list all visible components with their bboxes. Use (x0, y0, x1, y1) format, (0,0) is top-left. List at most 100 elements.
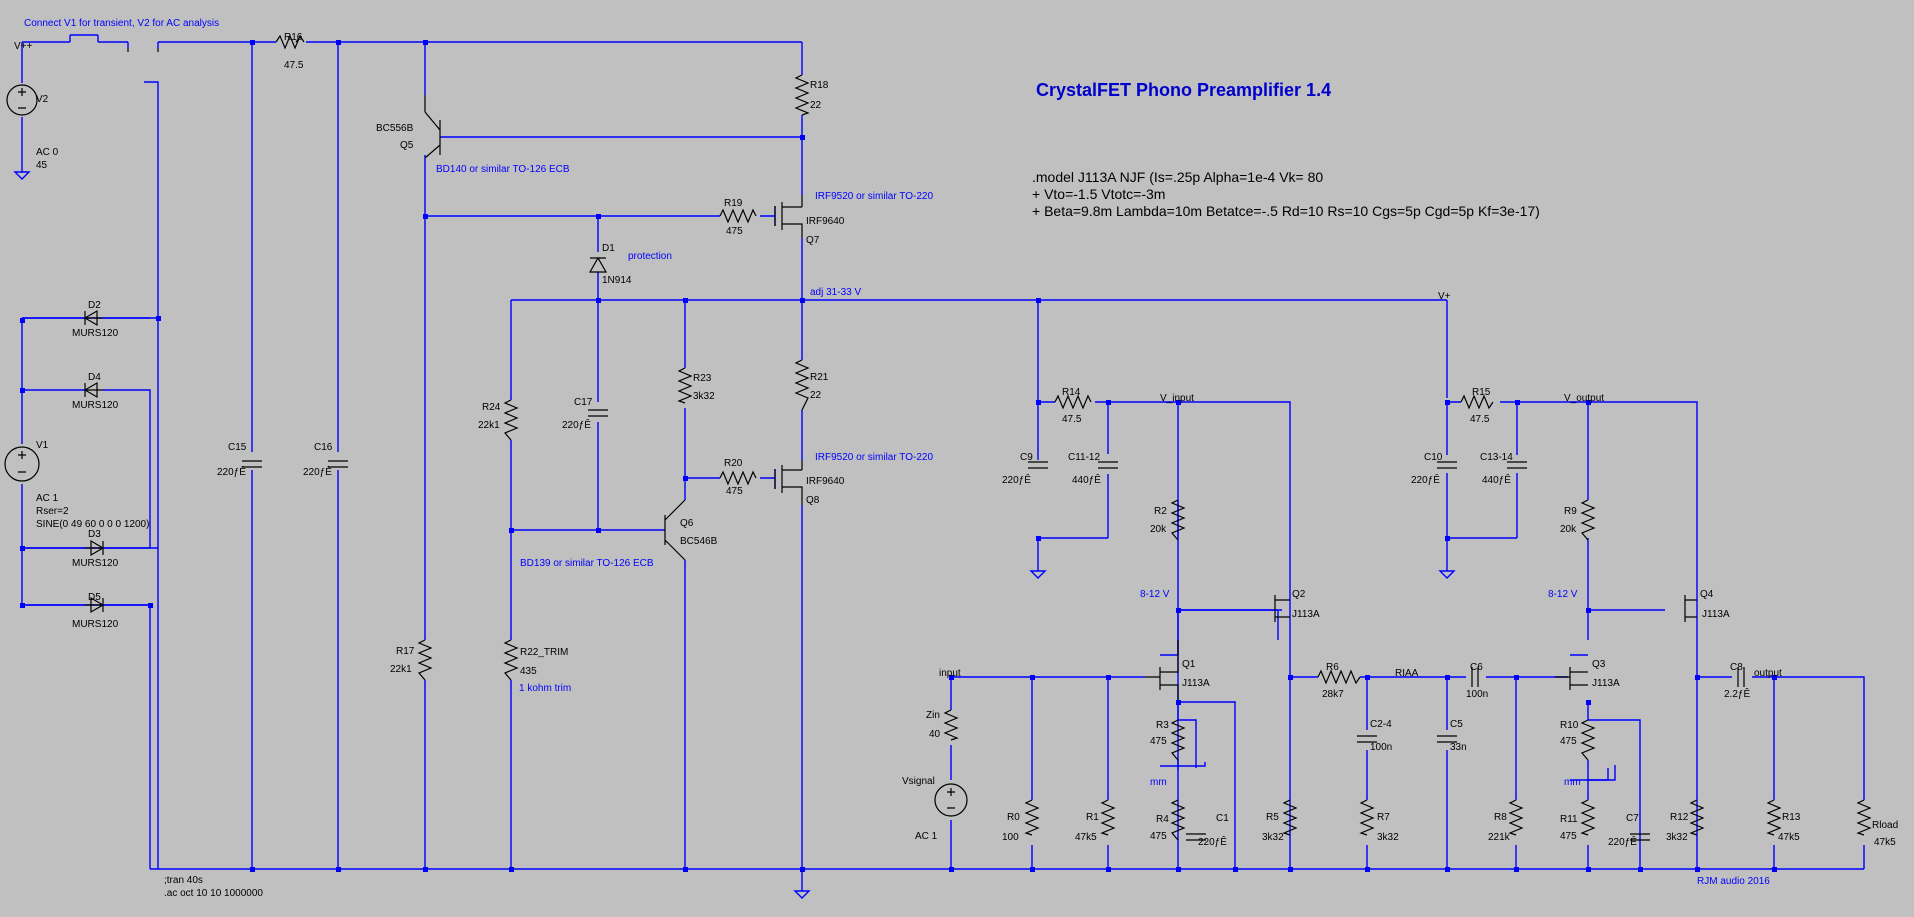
q3-type: J113A (1592, 678, 1620, 689)
c6-value: 100n (1466, 689, 1488, 700)
r6-name: R6 (1326, 662, 1339, 673)
r15-value: 47.5 (1470, 414, 1490, 425)
r17-value: 22k1 (390, 664, 412, 675)
r23-name: R23 (693, 373, 712, 384)
note-connect: Connect V1 for transient, V2 for AC anal… (24, 18, 219, 29)
q4-name: Q4 (1700, 589, 1714, 600)
r14-value: 47.5 (1062, 414, 1082, 425)
c15-name: C15 (228, 442, 247, 453)
r2-value: 20k (1150, 524, 1167, 535)
r12-value: 3k32 (1666, 832, 1688, 843)
r9-value: 20k (1560, 524, 1577, 535)
r8-value: 221k (1488, 832, 1511, 843)
c16-name: C16 (314, 442, 333, 453)
q6-name: Q6 (680, 518, 694, 529)
q2-name: Q2 (1292, 589, 1306, 600)
v2-value: 45 (36, 160, 48, 171)
c11-name: C11-12 (1068, 452, 1100, 463)
r2-name: R2 (1154, 506, 1167, 517)
r6-value: 28k7 (1322, 689, 1344, 700)
net-output: output (1754, 668, 1782, 679)
r10-name: R10 (1560, 720, 1579, 731)
net-adj: adj 31-33 V (810, 287, 861, 298)
r17-name: R17 (396, 646, 415, 657)
v2-name: V2 (36, 94, 49, 105)
zin-value: 40 (929, 729, 941, 740)
q5-name: Q5 (400, 140, 414, 151)
net-vpp: V++ (14, 41, 33, 52)
note-credit: RJM audio 2016 (1697, 876, 1770, 887)
r24-value: 22k1 (478, 420, 500, 431)
v1-ac: AC 1 (36, 493, 59, 504)
c5-value: 33n (1450, 742, 1467, 753)
r13-name: R13 (1782, 812, 1801, 823)
r21-value: 22 (810, 390, 822, 401)
c8-value: 2.2ƒÊ (1724, 687, 1750, 700)
model-line-1: .model J113A NJF (Is=.25p Alpha=1e-4 Vk=… (1032, 169, 1323, 185)
d1-name: D1 (602, 243, 615, 254)
note-q8: IRF9520 or similar TO-220 (815, 452, 933, 463)
c10-value: 220ƒÊ (1411, 473, 1440, 486)
d2-value: MURS120 (72, 328, 119, 339)
net-v-input: V_input (1160, 393, 1194, 404)
r11-value: 475 (1560, 831, 1577, 842)
note-q7: IRF9520 or similar TO-220 (815, 191, 933, 202)
q8-type: IRF9640 (806, 476, 845, 487)
spice-tran: ;tran 40s (164, 875, 203, 886)
vsignal-ac: AC 1 (915, 831, 938, 842)
r24-name: R24 (482, 402, 501, 413)
wires (21, 34, 1865, 885)
c2-value: 100n (1370, 742, 1392, 753)
c11-value: 440ƒÊ (1072, 473, 1101, 486)
r21-name: R21 (810, 372, 829, 383)
q3-name: Q3 (1592, 659, 1606, 670)
v1-sine: SINE(0 49 60 0 0 0 1200) (36, 519, 149, 530)
c17-value: 220ƒÊ (562, 418, 591, 431)
v1-rser: Rser=2 (36, 506, 69, 517)
r5-value: 3k32 (1262, 832, 1284, 843)
r15-name: R15 (1472, 387, 1491, 398)
c16-value: 220ƒÊ (303, 465, 332, 478)
r1-value: 47k5 (1075, 832, 1097, 843)
c5-name: C5 (1450, 719, 1463, 730)
c15-value: 220ƒÊ (217, 465, 246, 478)
r0-name: R0 (1007, 812, 1020, 823)
d4-name: D4 (88, 372, 101, 383)
r10-value: 475 (1560, 736, 1577, 747)
d5-name: D5 (88, 592, 101, 603)
q6-type: BC546B (680, 536, 718, 547)
q2-type: J113A (1292, 609, 1320, 620)
r19-name: R19 (724, 198, 743, 209)
r3-name: R3 (1156, 720, 1169, 731)
c6-name: C6 (1470, 662, 1483, 673)
rload-value: 47k5 (1874, 837, 1896, 848)
d3-value: MURS120 (72, 558, 119, 569)
net-input: input (939, 668, 961, 679)
rload-name: Rload (1872, 820, 1898, 831)
q7-name: Q7 (806, 235, 820, 246)
c2-name: C2-4 (1370, 719, 1392, 730)
q1-type: J113A (1182, 678, 1210, 689)
d4-value: MURS120 (72, 400, 119, 411)
c1-name: C1 (1216, 813, 1229, 824)
r18-name: R18 (810, 80, 829, 91)
r4-value: 475 (1150, 831, 1167, 842)
note-812-right: 8-12 V (1548, 589, 1578, 600)
note-mm-left: mm (1150, 777, 1167, 788)
net-riaa: RIAA (1395, 668, 1419, 679)
v1-name: V1 (36, 440, 49, 451)
r5-name: R5 (1266, 812, 1279, 823)
zin-name: Zin (926, 710, 940, 721)
r11-name: R11 (1560, 814, 1578, 825)
r22-name: R22_TRIM (520, 647, 568, 658)
spice-ac: .ac oct 10 10 1000000 (164, 888, 263, 899)
c17-name: C17 (574, 397, 593, 408)
r16-value: 47.5 (284, 60, 304, 71)
net-vplus: V+ (1438, 291, 1451, 302)
r23-value: 3k32 (693, 391, 715, 402)
r0-value: 100 (1002, 832, 1019, 843)
d5-value: MURS120 (72, 619, 119, 630)
note-protection: protection (628, 251, 672, 262)
r7-value: 3k32 (1377, 832, 1399, 843)
